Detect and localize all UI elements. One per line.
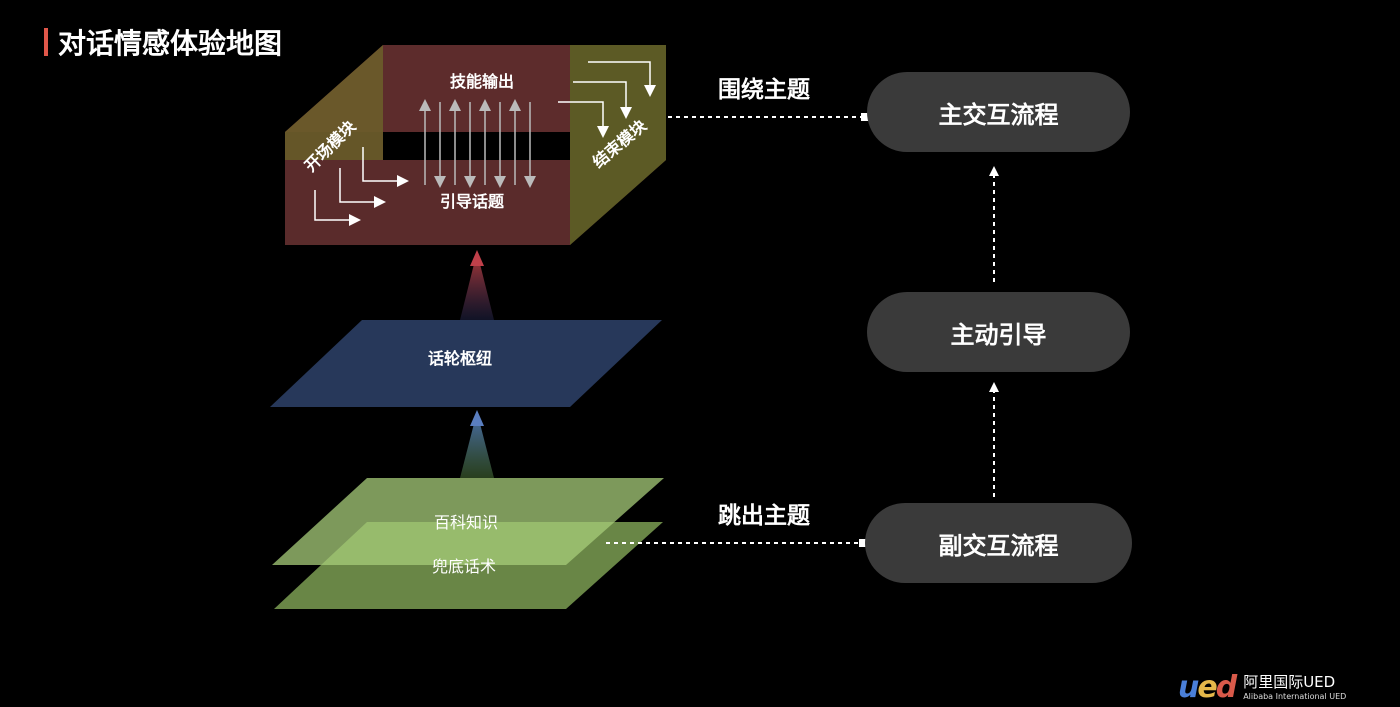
base-lower-label: 兜底话术: [432, 557, 496, 576]
around-topic-label: 围绕主题: [718, 77, 810, 103]
active-guide-pill: 主动引导: [867, 292, 1130, 372]
main-flow-pill: 主交互流程: [867, 72, 1130, 152]
page-title: 对话情感体验地图: [58, 27, 283, 60]
title-accent-bar: [44, 28, 48, 56]
skill-arrows: [419, 99, 536, 188]
beam-hub-to-box: [460, 252, 494, 320]
logo-name-en: Alibaba International UED: [1243, 691, 1347, 701]
alibaba-ued-logo: ued 阿里国际UED Alibaba International UED: [1178, 670, 1346, 705]
base-upper-label: 百科知识: [434, 513, 498, 532]
box-bottom-label: 引导话题: [440, 192, 505, 211]
box-gap: [383, 132, 570, 160]
hub-plane: [270, 320, 662, 407]
opening-arrows: [314, 147, 409, 226]
base-layer-upper: [272, 478, 664, 565]
beam-arrowhead-blue: [470, 410, 484, 426]
beam-base-to-hub: [460, 412, 494, 478]
ued-logo-icon: ued: [1178, 670, 1237, 705]
beam-arrowhead-red: [470, 250, 484, 266]
jump-topic-label: 跳出主题: [718, 503, 810, 529]
box-top-label: 技能输出: [450, 72, 514, 91]
logo-name-cn: 阿里国际UED: [1243, 672, 1336, 691]
sub-flow-pill: 副交互流程: [865, 503, 1132, 583]
vertical-flow-arrows: [989, 166, 999, 497]
connector-jump-topic: [606, 539, 867, 547]
closing-arrows: [558, 61, 656, 138]
box-right-face: [570, 45, 666, 245]
hub-label: 话轮枢纽: [428, 349, 492, 368]
box-front-lower: [285, 160, 570, 245]
connector-around-topic: [668, 113, 869, 121]
